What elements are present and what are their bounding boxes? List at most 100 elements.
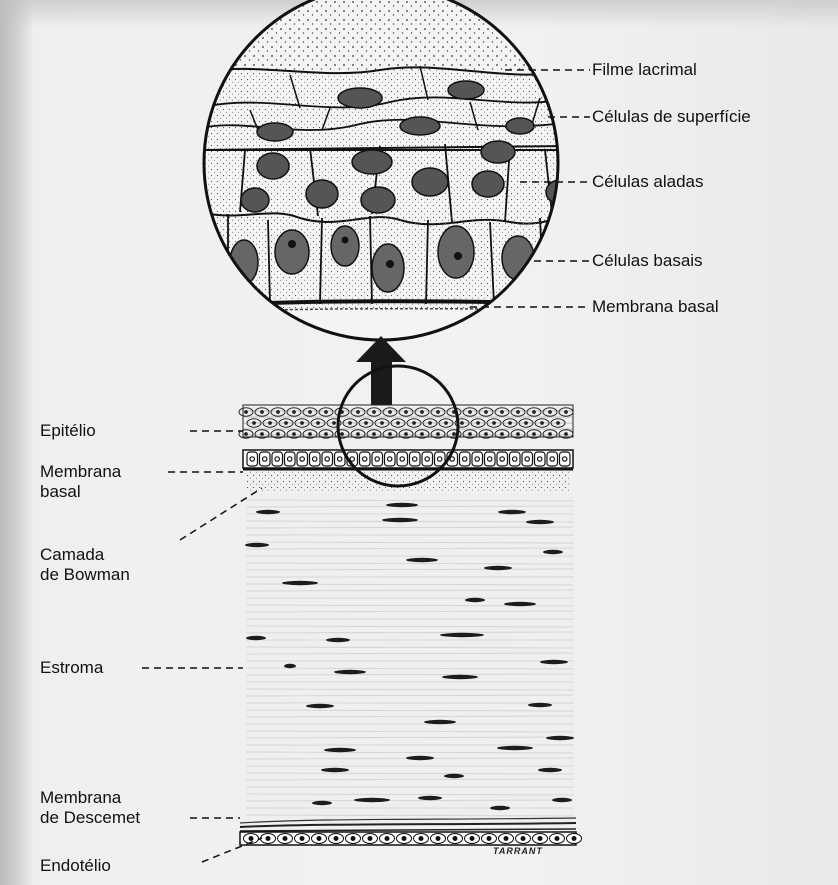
basal-nucleus: [538, 457, 542, 461]
endothelial-nucleus: [555, 837, 559, 841]
epithelial-nucleus: [469, 411, 472, 414]
label-membrana-basal: Membrana basal: [40, 462, 200, 502]
magnify-arrow: [356, 336, 406, 410]
basal-nucleus: [375, 457, 379, 461]
endothelial-nucleus: [436, 837, 440, 841]
epithelial-nucleus: [373, 433, 376, 436]
epithelial-nucleus: [485, 411, 488, 414]
keratocyte: [465, 598, 485, 602]
epithelial-nucleus: [245, 433, 248, 436]
keratocyte: [526, 520, 554, 524]
label-celulas-aladas: Células aladas: [592, 172, 704, 192]
epithelial-nucleus: [533, 411, 536, 414]
endothelial-nucleus: [385, 837, 389, 841]
epithelial-nucleus: [293, 433, 296, 436]
keratocyte: [540, 660, 568, 664]
epithelial-nucleus: [277, 433, 280, 436]
basal-nucleus: [513, 457, 517, 461]
cornea-section: [239, 405, 582, 845]
epithelial-nucleus: [245, 411, 248, 414]
label-camada-bowman-line2: de Bowman: [40, 565, 200, 585]
keratocyte: [306, 704, 334, 708]
epithelial-nucleus: [261, 411, 264, 414]
keratocyte: [484, 566, 512, 570]
keratocyte: [386, 503, 418, 507]
basal-nucleus: [363, 457, 367, 461]
label-endotelio: Endotélio: [40, 856, 111, 876]
basal-nucleus: [388, 457, 392, 461]
keratocyte: [282, 581, 318, 585]
keratocyte: [552, 798, 572, 802]
keratocyte: [321, 768, 349, 772]
basal-nucleus: [325, 457, 329, 461]
label-membrana-descemet: Membrana de Descemet: [40, 788, 200, 828]
epithelial-nucleus: [269, 422, 272, 425]
epithelial-nucleus: [413, 422, 416, 425]
epithelial-nucleus: [333, 422, 336, 425]
epithelial-nucleus: [541, 422, 544, 425]
basal-nucleus: [263, 457, 267, 461]
endothelial-nucleus: [504, 837, 508, 841]
basal-nucleus: [288, 457, 292, 461]
epithelial-nucleus: [309, 433, 312, 436]
basal-nucleus: [425, 457, 429, 461]
epithelial-nucleus: [381, 422, 384, 425]
epithelial-nucleus: [517, 411, 520, 414]
endothelial-nucleus: [572, 837, 576, 841]
epithelial-nucleus: [421, 433, 424, 436]
keratocyte: [538, 768, 562, 772]
epithelial-nucleus: [389, 411, 392, 414]
keratocyte: [246, 636, 266, 640]
basal-nucleus: [400, 457, 404, 461]
basal-nucleus: [413, 457, 417, 461]
label-membrana-basal-top: Membrana basal: [592, 297, 719, 317]
endothelial-nucleus: [368, 837, 372, 841]
label-membrana-basal-line1: Membrana: [40, 462, 200, 482]
epithelial-nucleus: [325, 433, 328, 436]
basal-nucleus: [338, 457, 342, 461]
label-membrana-descemet-line2: de Descemet: [40, 808, 200, 828]
endothelial-nucleus: [266, 837, 270, 841]
basal-nucleus: [300, 457, 304, 461]
epithelial-nucleus: [517, 433, 520, 436]
keratocyte: [498, 510, 526, 514]
epithelial-nucleus: [357, 433, 360, 436]
epithelial-nucleus: [357, 411, 360, 414]
keratocyte: [406, 756, 434, 760]
label-celulas-basais: Células basais: [592, 251, 703, 271]
epithelial-nucleus: [293, 411, 296, 414]
keratocyte: [546, 736, 574, 740]
epithelial-nucleus: [277, 411, 280, 414]
epithelial-nucleus: [445, 422, 448, 425]
epithelial-nucleus: [397, 422, 400, 425]
basal-nucleus: [463, 457, 467, 461]
endothelial-nucleus: [334, 837, 338, 841]
epithelial-nucleus: [493, 422, 496, 425]
basal-nucleus: [275, 457, 279, 461]
keratocyte: [334, 670, 366, 674]
label-celulas-superficie: Células de superfície: [592, 107, 751, 127]
epithelial-nucleus: [501, 411, 504, 414]
endothelial-nucleus: [402, 837, 406, 841]
epithelial-nucleus: [461, 422, 464, 425]
keratocyte: [424, 720, 456, 724]
epithelial-nucleus: [533, 433, 536, 436]
endothelial-nucleus: [283, 837, 287, 841]
epithelial-nucleus: [565, 433, 568, 436]
basal-nucleus: [563, 457, 567, 461]
epithelial-nucleus: [261, 433, 264, 436]
basal-nucleus: [488, 457, 492, 461]
epithelial-nucleus: [421, 411, 424, 414]
endothelial-nucleus: [453, 837, 457, 841]
endothelial-nucleus: [538, 837, 542, 841]
epithelial-nucleus: [509, 422, 512, 425]
epithelial-nucleus: [317, 422, 320, 425]
artist-signature: TARRANT: [493, 846, 543, 856]
epithelial-nucleus: [437, 411, 440, 414]
label-membrana-descemet-line1: Membrana: [40, 788, 200, 808]
epithelial-nucleus: [557, 422, 560, 425]
keratocyte: [245, 543, 269, 547]
epithelial-nucleus: [525, 422, 528, 425]
endothelial-nucleus: [521, 837, 525, 841]
label-epitelio: Epitélio: [40, 421, 96, 441]
